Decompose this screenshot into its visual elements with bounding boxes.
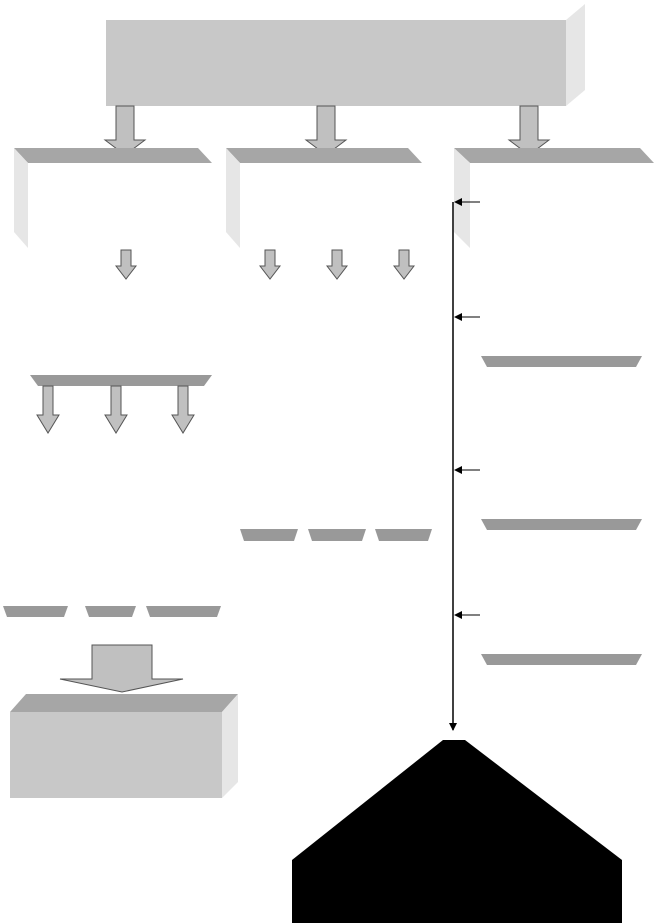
left-header-top xyxy=(14,148,212,163)
middle-column-header xyxy=(226,148,422,248)
small-arrow-left xyxy=(114,249,138,280)
left-bottom-bars xyxy=(3,606,221,617)
right-connector xyxy=(449,198,480,731)
left-group-arrow-2 xyxy=(104,385,128,434)
left-bottom-bar-3 xyxy=(146,606,221,617)
left-group-arrow-1 xyxy=(36,385,60,434)
middle-bars xyxy=(240,529,432,541)
top-box-face xyxy=(106,20,566,106)
right-bar-2 xyxy=(481,519,642,530)
middle-header-top xyxy=(226,148,422,163)
left-group-bar xyxy=(30,375,212,386)
left-column-header xyxy=(14,148,212,248)
small-arrow-middle-3 xyxy=(392,249,416,280)
right-column-header xyxy=(454,148,654,248)
top-box-side xyxy=(566,4,585,106)
down-arrow-left xyxy=(103,105,147,156)
result-box-top xyxy=(10,694,238,712)
terminal-block-shape xyxy=(292,740,622,923)
down-arrow-right xyxy=(507,105,551,156)
result-box xyxy=(10,694,238,798)
small-arrow-middle-1 xyxy=(258,249,282,280)
right-bars xyxy=(481,356,642,665)
right-bar-1 xyxy=(481,356,642,367)
middle-bar-3 xyxy=(375,529,432,541)
middle-header-side xyxy=(226,148,240,248)
result-down-arrow xyxy=(59,644,184,693)
small-down-arrows xyxy=(114,249,416,280)
right-header-side xyxy=(454,148,470,248)
top-box xyxy=(106,4,585,106)
left-bottom-bar-1 xyxy=(3,606,68,617)
top-down-arrows xyxy=(103,105,551,156)
result-box-face xyxy=(10,712,222,798)
down-arrow-middle xyxy=(304,105,348,156)
left-group-arrows xyxy=(36,385,195,434)
left-group-arrow-3 xyxy=(171,385,195,434)
middle-bar-2 xyxy=(308,529,366,541)
result-box-side xyxy=(222,694,238,798)
right-bar-3 xyxy=(481,654,642,665)
left-bottom-bar-2 xyxy=(85,606,136,617)
left-group-bar-shape xyxy=(30,375,212,386)
terminal-block xyxy=(292,740,622,923)
middle-bar-1 xyxy=(240,529,298,541)
right-header-top xyxy=(454,148,654,163)
small-arrow-middle-2 xyxy=(325,249,349,280)
left-header-side xyxy=(14,148,28,248)
